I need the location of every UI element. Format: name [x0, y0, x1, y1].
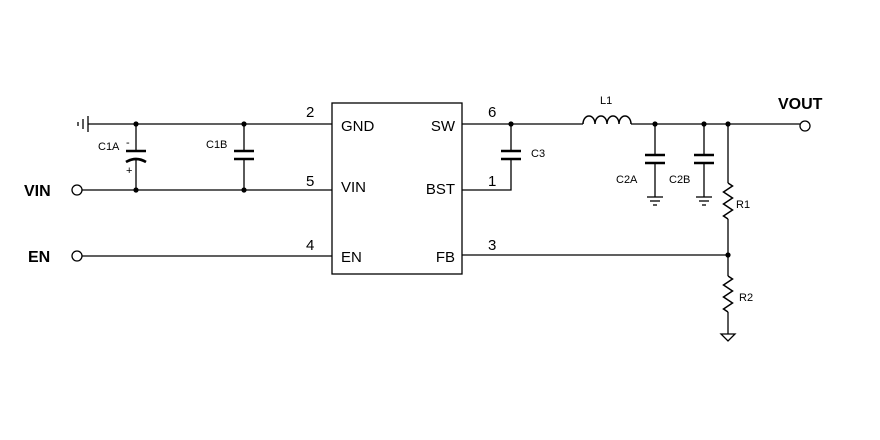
resistor-r1: [722, 124, 734, 255]
pin-number-sw: 6: [488, 104, 496, 121]
junction-dot: [133, 187, 139, 193]
vout-terminal: [799, 120, 811, 132]
pin-name-gnd: GND: [341, 118, 375, 135]
resistor-r2: [722, 255, 734, 334]
c2a-ref-label: C2A: [616, 174, 638, 186]
pin-number-vin: 5: [306, 173, 314, 190]
pin-name-en: EN: [341, 249, 362, 266]
net-label-vout: VOUT: [778, 96, 823, 113]
inductor-l1: [582, 115, 632, 125]
junction-dot: [241, 121, 247, 127]
pin-name-vin: VIN: [341, 179, 366, 196]
c2b-ref-label: C2B: [669, 174, 690, 186]
junction-dot: [701, 121, 707, 127]
pin-number-fb: 3: [488, 237, 496, 254]
r1-ref-label: R1: [736, 199, 750, 211]
ground-symbol-c2a: [647, 196, 663, 206]
en-terminal: [71, 250, 83, 262]
net-label-en: EN: [28, 249, 50, 266]
junction-dot: [241, 187, 247, 193]
pin-number-gnd: 2: [306, 104, 314, 121]
pin-name-bst: BST: [426, 181, 455, 198]
c1b-ref-label: C1B: [206, 139, 227, 151]
pin-name-fb: FB: [436, 249, 455, 266]
junction-dot: [508, 121, 514, 127]
capacitor-c1a: [125, 124, 147, 190]
pin-number-en: 4: [306, 237, 314, 254]
junction-dot: [652, 121, 658, 127]
c1a-plus-sign: +: [126, 165, 132, 177]
input-ground-symbol: [77, 116, 89, 132]
vin-terminal: [71, 184, 83, 196]
capacitor-c2b: [694, 124, 714, 197]
net-label-vin: VIN: [24, 183, 51, 200]
pin-name-sw: SW: [431, 118, 456, 135]
ground-symbol-r2: [719, 333, 737, 342]
ground-symbol-c2b: [696, 196, 712, 206]
capacitor-c2a: [645, 124, 665, 197]
junction-dot: [725, 252, 731, 258]
ic-body: [331, 102, 463, 275]
c3-ref-label: C3: [531, 148, 545, 160]
l1-ref-label: L1: [600, 95, 612, 107]
capacitor-c3: [462, 124, 521, 191]
c1a-ref-label: C1A: [98, 141, 120, 153]
r2-ref-label: R2: [739, 292, 753, 304]
c1a-minus-sign: -: [126, 137, 130, 149]
junction-dot: [725, 121, 731, 127]
pin-number-bst: 1: [488, 173, 496, 190]
junction-dot: [133, 121, 139, 127]
capacitor-c1b: [234, 124, 254, 190]
